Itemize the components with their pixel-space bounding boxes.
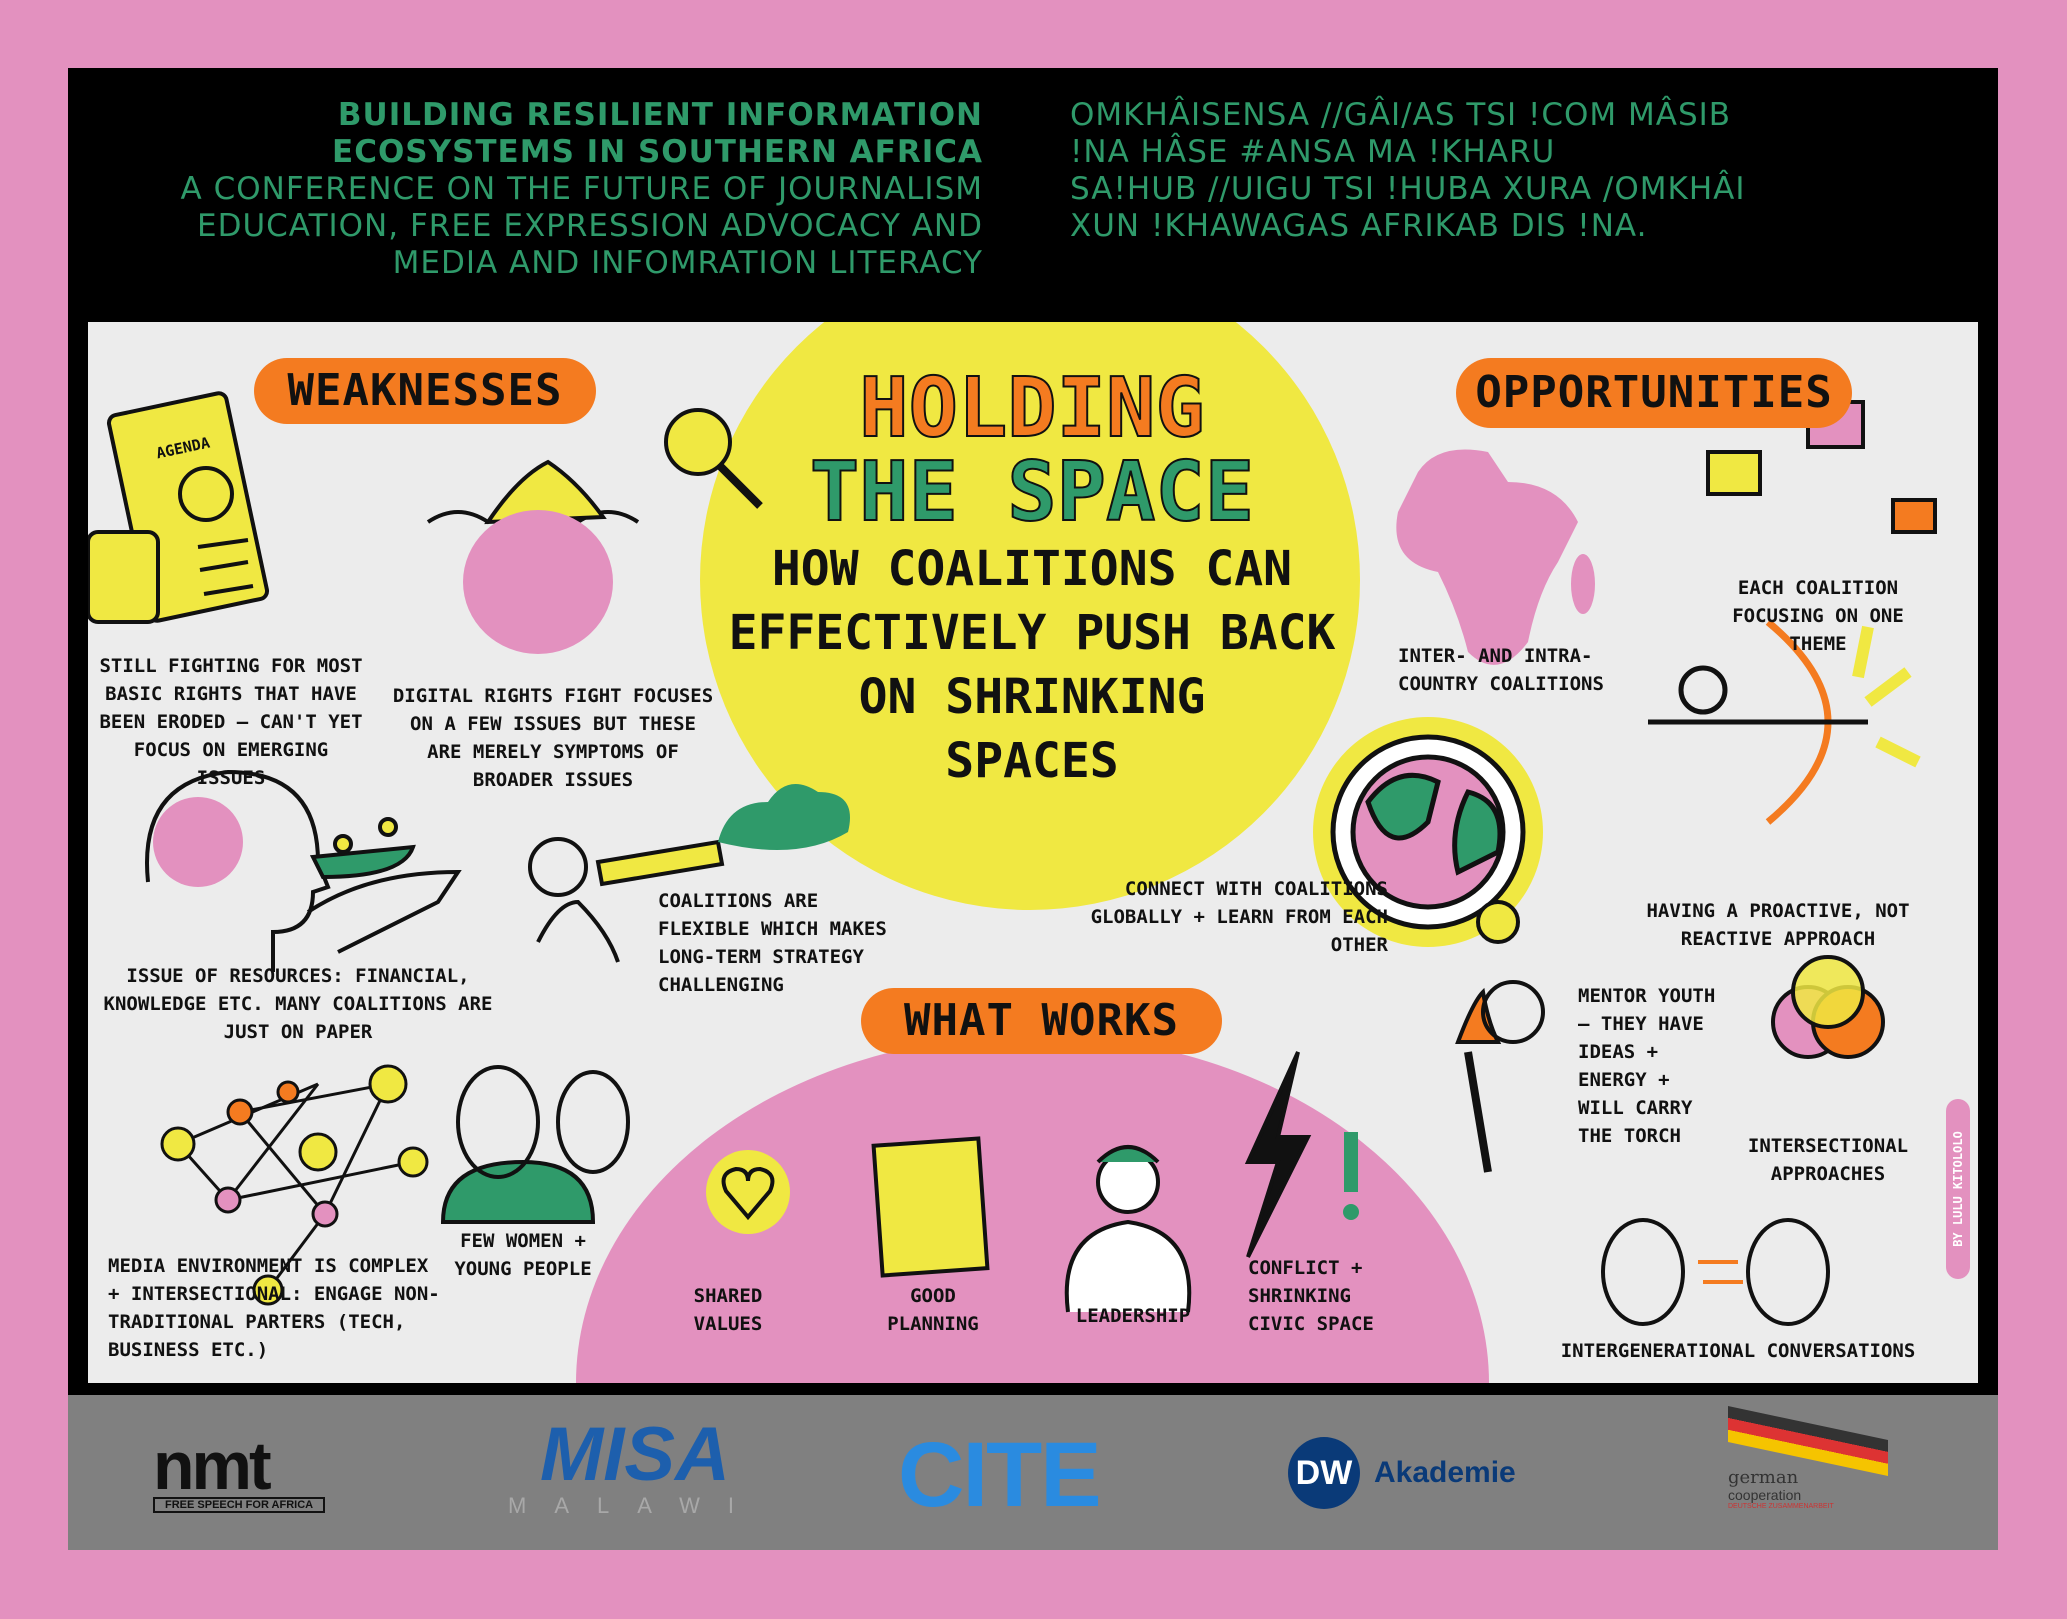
illustration-panel: WEAKNESSES OPPORTUNITIES WHAT WORKS HOLD… — [88, 322, 1978, 1383]
intersectional-circles-icon — [1771, 955, 1885, 1059]
subtitle-line: SPACES — [945, 733, 1119, 789]
heart-hands-icon — [706, 1150, 790, 1234]
header-subtitle-line: A conference on the future of journalism — [180, 171, 983, 207]
nmt-logo-text: nmt — [153, 1428, 272, 1504]
women-faces-icon — [440, 1065, 630, 1224]
opportunity-proactive: Having a proactive, not reactive approac… — [1646, 900, 1910, 950]
header-subtitle-line: education, free expression advocacy and — [196, 208, 983, 244]
translation-line: xun !khawagas Afrikab dis !na. — [1070, 208, 1648, 244]
subtitle-line: EFFECTIVELY PUSH BACK — [728, 605, 1336, 661]
translation-line: !na hâse #ansa ma !kharu — [1070, 134, 1556, 170]
header-left: Building Resilient Information Ecosystem… — [150, 97, 983, 282]
head-gear-icon — [145, 769, 462, 972]
africa-map-icon — [1396, 449, 1595, 665]
main-title: HOLDING THE SPACE — [682, 361, 1382, 540]
works-shared-values: Shared values — [693, 1285, 763, 1335]
german-text: german — [1728, 1467, 1799, 1488]
opportunity-connect-globally: Connect with coalitions globally + learn… — [1090, 878, 1388, 956]
weaknesses-heading: WEAKNESSES — [254, 358, 596, 424]
works-leadership: Leadership — [1075, 1305, 1191, 1327]
translation-line: Omkhâisensa //gâi/as tsi !com mâsib — [1070, 97, 1732, 133]
opportunity-coalitions: Inter- and intra-country coalitions — [1398, 645, 1604, 695]
torch-girl-icon — [1455, 900, 1545, 1173]
archer-icon — [1648, 619, 1921, 825]
network-icon — [160, 1064, 429, 1306]
weakness-digital-rights: Digital rights fight focuses on a few is… — [392, 685, 714, 791]
nmt-tagline: FREE SPEECH FOR AFRICA — [153, 1497, 326, 1513]
leadership-person-icon — [1064, 1145, 1192, 1313]
header-title-line: Ecosystems in Southern Africa — [332, 134, 983, 170]
weakness-resources: Issue of resources: financial, knowledge… — [103, 965, 493, 1043]
misa-logo-text: MISA — [539, 1412, 730, 1497]
sponsor-footer: nmt FREE SPEECH FOR AFRICA MISA MALAWI C… — [68, 1395, 1998, 1550]
german-tagline: DEUTSCHE ZUSAMMENARBEIT — [1728, 1503, 1834, 1510]
cite-logo: CITE — [898, 1424, 1102, 1526]
dw-circle: DW — [1288, 1437, 1360, 1509]
main-title-line: HOLDING — [858, 361, 1206, 456]
illustrations — [88, 391, 1937, 1326]
header-translation: Omkhâisensa //gâi/as tsi !com mâsib !na … — [1070, 97, 1890, 245]
artist-credit: BY LULU KITOLOLO — [1946, 1099, 1970, 1279]
subtitle-line: HOW COALITIONS CAN — [771, 541, 1293, 597]
what-works-heading: WHAT WORKS — [861, 988, 1222, 1054]
weakness-flexible: Coalitions are flexible which makes long… — [658, 890, 887, 996]
lightning-icon — [1244, 1051, 1359, 1258]
dw-akademie-text: Akademie — [1374, 1456, 1516, 1489]
nmt-logo: nmt FREE SPEECH FOR AFRICA — [153, 1428, 326, 1513]
opportunity-intergenerational: Intergenerational conversations — [1560, 1340, 1916, 1362]
header-subtitle-line: media and infomration literacy — [392, 245, 983, 281]
opportunity-intersectional: Intersectional approaches — [1747, 1135, 1909, 1185]
main-subtitle: HOW COALITIONS CAN EFFECTIVELY PUSH BACK… — [682, 537, 1382, 793]
opportunities-heading: OPPORTUNITIES — [1456, 358, 1852, 428]
translation-line: sa!hub //uigu tsi !huba xura /omkhâi — [1070, 171, 1746, 207]
agenda-icon — [88, 391, 270, 624]
cooperation-text: cooperation — [1728, 1487, 1802, 1503]
main-title-line: THE SPACE — [809, 445, 1255, 540]
conversation-faces-icon — [1601, 1218, 1830, 1326]
works-good-planning: Good planning — [887, 1285, 979, 1335]
telescope-person-icon — [528, 784, 850, 963]
german-cooperation-logo: german cooperation DEUTSCHE ZUSAMMENARBE… — [1728, 1405, 1908, 1510]
opportunity-mentor-youth: Mentor youth — they have ideas + energy … — [1578, 985, 1716, 1147]
weakness-few-women: Few women + young people — [454, 1230, 592, 1280]
subtitle-line: ON SHRINKING — [858, 669, 1206, 725]
dw-akademie-logo: DW Akademie — [1288, 1437, 1516, 1509]
header-title-line: Building Resilient Information — [337, 97, 983, 133]
misa-logo: MISA MALAWI — [508, 1417, 762, 1519]
opportunity-one-theme: Each coalition focusing on one theme — [1732, 577, 1904, 655]
iceberg-icon — [426, 408, 763, 654]
misa-subtext: MALAWI — [508, 1493, 762, 1518]
german-flag-ribbon — [1728, 1405, 1888, 1477]
weakness-basic-rights: Still fighting for most basic rights tha… — [99, 655, 363, 789]
globe-icon — [1313, 717, 1543, 947]
weakness-media-environment: Media environment is complex + intersect… — [108, 1255, 440, 1361]
planning-checklist-icon — [871, 1136, 990, 1278]
works-conflict: Conflict + shrinking civic space — [1248, 1257, 1374, 1335]
